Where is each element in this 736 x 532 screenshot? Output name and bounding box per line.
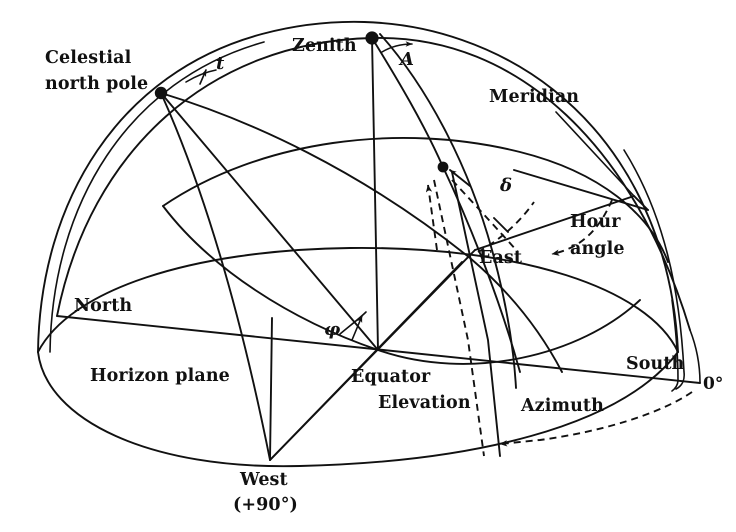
dome-right-limb-arc [623,149,685,390]
declination-arc [451,179,519,253]
hour-angle-frame-c [633,195,649,211]
angle-arc-A [381,41,413,53]
label-azimuth-A: A [400,49,415,70]
polar-axis [160,92,379,351]
elevation-solid-drop [451,171,501,457]
pole-to-west-arc [160,92,271,461]
label-latitude-phi: φ [324,319,341,340]
hour-angle-arc-2 [477,201,535,253]
angle-arrow-phi [351,315,363,341]
label-celestial-north-pole-line1: Celestial [45,48,132,68]
hour-angle-arc [551,199,613,256]
label-north: North [74,296,133,316]
angle-arc-phi [339,311,367,335]
horizon-ellipse-back [37,247,679,353]
label-hour-angle-line1: Hour [570,212,621,232]
label-celestial-north-pole-line2: north pole [45,74,149,94]
celestial-equator-front [162,205,641,365]
label-hour-angle-line2: angle [570,239,625,259]
label-hour-angle-t: t [216,53,225,74]
label-west: West [240,470,288,490]
west-vertical-line [269,317,273,461]
horizon-ellipse-front [37,351,679,468]
declination-tick [493,217,509,233]
star-point [437,161,449,173]
vertical-circle-secondary [379,33,517,389]
label-equator: Equator [351,367,431,387]
label-elevation: Elevation [378,393,471,413]
elevation-dashed-line [433,179,485,457]
meridian-leader-line [555,111,635,197]
label-meridian: Meridian [489,87,580,107]
label-zenith: Zenith [292,36,357,56]
hour-angle-frame-b [513,169,649,211]
label-azimuth: Azimuth [521,396,604,416]
dome-outline [37,20,679,353]
west-to-equator-line [269,261,463,461]
label-declination-delta: δ [500,175,513,196]
label-zero-degrees: 0° [703,374,724,394]
azimuth-arc [499,391,693,447]
label-east: East [479,248,523,268]
zenith-point [365,31,379,45]
label-horizon-plane: Horizon plane [90,366,230,386]
celestial-north-pole-point [154,86,168,100]
hour-angle-frame-a [474,195,635,251]
elevation-arrow [425,184,438,251]
meridian-lower-arc [689,329,701,384]
celestial-equator-back [162,137,669,263]
dome-outline-inner-left [49,41,265,353]
label-south: South [626,354,685,374]
star-pointer-arrow [449,169,471,187]
angle-arrow-t [199,69,207,85]
zenith-vertical-axis [371,37,379,351]
label-west-angle: (+90°) [233,495,298,515]
